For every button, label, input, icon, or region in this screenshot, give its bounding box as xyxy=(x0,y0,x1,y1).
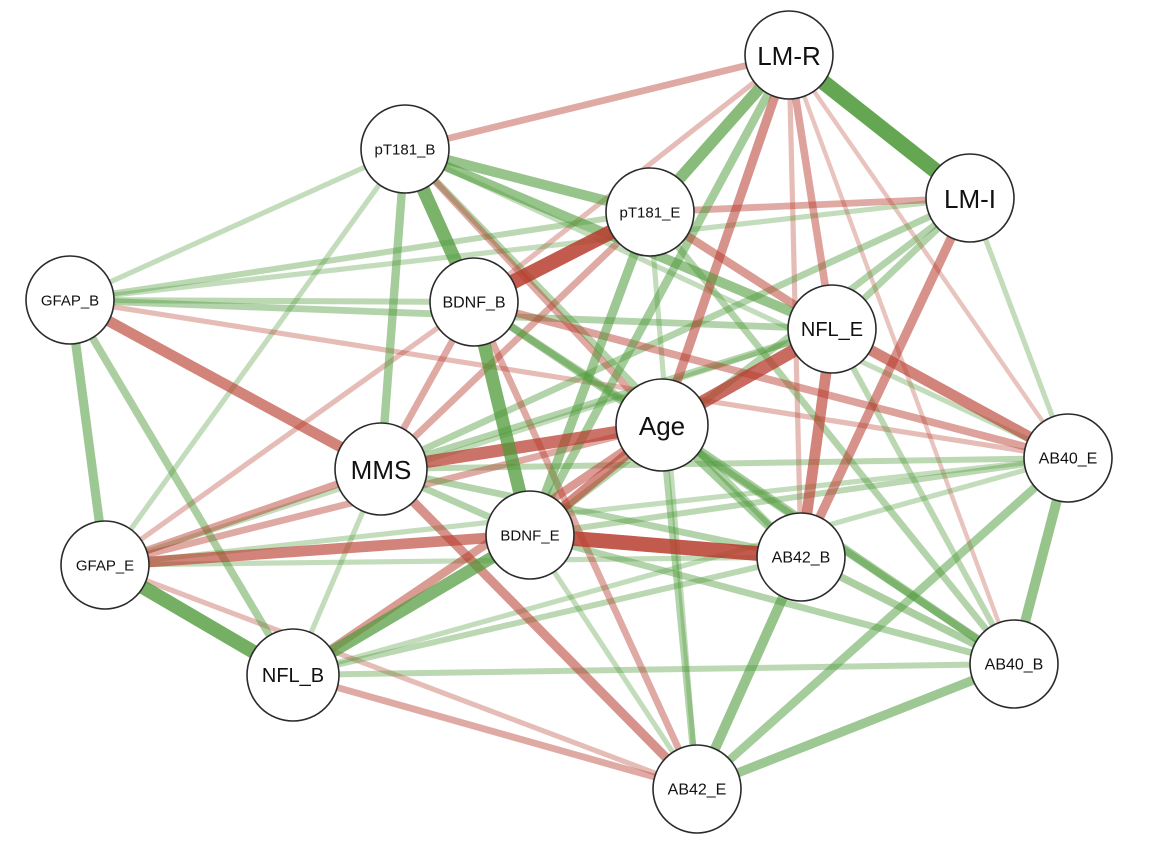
node-age[interactable]: Age xyxy=(615,378,709,472)
node-circle xyxy=(1023,413,1113,503)
node-mms[interactable]: MMS xyxy=(334,422,428,516)
node-lm-i[interactable]: LM-I xyxy=(925,153,1015,243)
node-circle xyxy=(360,104,450,194)
edge-gfap-b-ab40-e xyxy=(69,297,1069,461)
edge-bdnf-e-gfap-e xyxy=(104,529,531,571)
edge-lm-i-ab40-e xyxy=(967,197,1071,459)
edge-nfl-b-ab40-b xyxy=(292,661,1015,678)
node-circle xyxy=(969,619,1059,709)
node-label: AB42_E xyxy=(668,782,727,799)
edge-pt181-e-ab42-e xyxy=(647,211,700,790)
edge-gfap-b-mms xyxy=(67,295,384,474)
edge-lm-r-nfl-e xyxy=(785,54,836,330)
node-ab42-b[interactable]: AB42_B xyxy=(756,512,846,602)
node-circle xyxy=(485,490,575,580)
edge-layer xyxy=(65,48,1073,794)
node-nfl-e[interactable]: NFL_E xyxy=(787,284,877,374)
node-ab40-e[interactable]: AB40_E xyxy=(1023,413,1113,503)
node-circle xyxy=(429,257,519,347)
node-circle xyxy=(925,153,1015,243)
node-bdnf-b[interactable]: BDNF_B xyxy=(429,257,519,347)
node-circle xyxy=(605,167,695,257)
edge-ab40-e-nfl-b xyxy=(292,455,1069,678)
edge-lm-i-gfap-b xyxy=(69,195,971,303)
edge-ab42-b-nfl-b xyxy=(292,554,802,678)
node-circle xyxy=(25,255,115,345)
edge-ab40-b-ab42-e xyxy=(695,659,1016,794)
node-label: AB40_B xyxy=(985,657,1044,674)
node-nfl-b[interactable]: NFL_B xyxy=(246,628,340,722)
edge-lm-r-pt181-b xyxy=(404,51,790,153)
node-pt181-b[interactable]: pT181_B xyxy=(360,104,450,194)
edge-lm-r-ab40-e xyxy=(787,53,1070,460)
node-bdnf-e[interactable]: BDNF_E xyxy=(485,490,575,580)
node-label: pT181_E xyxy=(620,205,681,222)
node-label: BDNF_E xyxy=(500,528,559,545)
node-label: NFL_B xyxy=(262,665,324,687)
edge-lm-i-mms xyxy=(379,194,972,473)
edge-age-mms xyxy=(380,418,663,476)
node-label: MMS xyxy=(351,455,412,485)
edge-pt181-e-bdnf-e xyxy=(525,210,655,537)
edge-bdnf-e-ab42-e xyxy=(527,533,700,791)
node-label: pT181_B xyxy=(375,142,436,159)
node-circle xyxy=(756,512,846,602)
edge-bdnf-e-ab40-b xyxy=(529,531,1015,668)
edge-lm-r-bdnf-e xyxy=(526,53,793,537)
node-label: GFAP_B xyxy=(41,293,99,310)
edge-nfl-e-ab40-e xyxy=(829,324,1071,463)
edge-pt181-b-mms xyxy=(376,148,410,470)
edge-gfap-e-ab42-e xyxy=(104,562,698,792)
edge-gfap-b-nfl-b xyxy=(66,298,297,677)
node-gfap-e[interactable]: GFAP_E xyxy=(60,520,150,610)
node-ab42-e[interactable]: AB42_E xyxy=(652,744,742,834)
edge-mms-ab42-e xyxy=(377,465,701,793)
edge-mms-ab42-b xyxy=(380,465,802,561)
node-label: AB40_E xyxy=(1039,451,1098,468)
edge-gfap-b-bdnf-b xyxy=(69,297,475,305)
node-lm-r[interactable]: LM-R xyxy=(744,10,834,100)
node-circle xyxy=(334,422,428,516)
edge-nfl-e-gfap-e xyxy=(104,326,833,568)
node-label: LM-I xyxy=(944,184,996,214)
node-circle xyxy=(744,10,834,100)
edge-nfl-b-ab42-e xyxy=(292,671,698,793)
edge-pt181-b-gfap-b xyxy=(68,146,407,303)
node-label: Age xyxy=(639,411,685,441)
edge-ab40-e-gfap-e xyxy=(104,455,1069,568)
edge-lm-i-ab42-b xyxy=(796,196,975,559)
node-gfap-b[interactable]: GFAP_B xyxy=(25,255,115,345)
edge-gfap-e-ab42-b xyxy=(104,554,802,568)
edge-lm-r-age xyxy=(657,53,794,427)
edge-mms-gfap-e xyxy=(103,465,383,569)
node-pt181-e[interactable]: pT181_E xyxy=(605,167,695,257)
edge-lm-r-ab40-b xyxy=(786,54,1017,665)
node-label: AB42_B xyxy=(772,550,831,567)
edge-ab40-e-ab42-e xyxy=(694,454,1071,793)
edge-pt181-b-age xyxy=(402,146,665,428)
node-circle xyxy=(60,520,150,610)
node-layer: LM-R LM-I pT181_B pT181_E GFAP_B BDNF_B NFL_E A… xyxy=(25,10,1113,834)
node-ab40-b[interactable]: AB40_B xyxy=(969,619,1059,709)
edge-bdnf-b-gfap-e xyxy=(103,299,476,568)
node-label: LM-R xyxy=(757,41,821,71)
edge-pt181-e-gfap-b xyxy=(69,209,651,303)
node-label: NFL_E xyxy=(801,319,863,341)
edge-ab40-e-bdnf-e xyxy=(529,455,1069,538)
node-circle xyxy=(787,284,877,374)
edge-age-ab42-e xyxy=(658,424,701,790)
node-label: BDNF_B xyxy=(442,295,505,312)
node-label: GFAP_E xyxy=(76,558,134,575)
edge-bdnf-b-ab40-e xyxy=(473,298,1069,462)
edge-bdnf-e-ab42-b xyxy=(529,527,802,565)
edge-nfl-e-ab40-b xyxy=(829,327,1017,666)
node-circle xyxy=(652,744,742,834)
node-circle xyxy=(246,628,340,722)
edge-pt181-e-mms xyxy=(378,209,653,472)
node-circle xyxy=(615,378,709,472)
edge-pt181-b-gfap-e xyxy=(102,147,408,567)
